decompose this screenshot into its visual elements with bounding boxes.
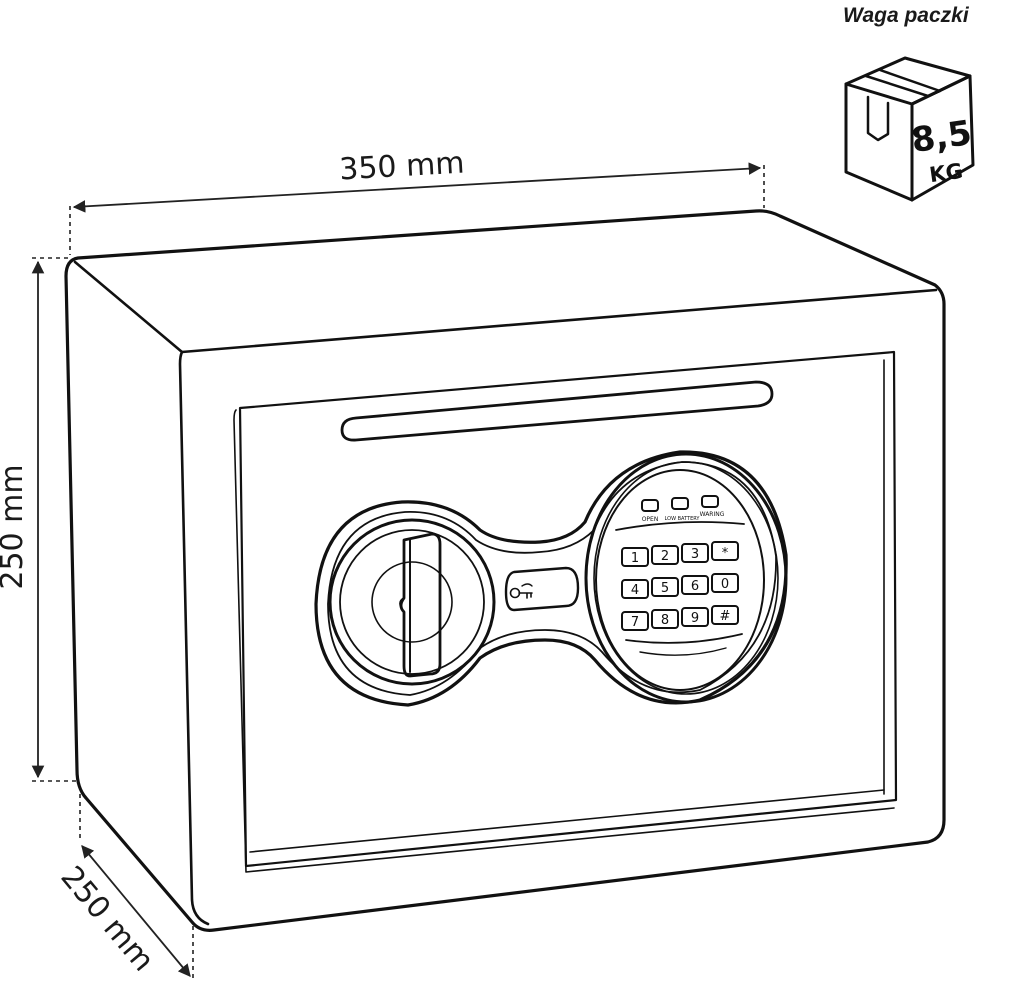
svg-text:9: 9 xyxy=(691,611,699,626)
svg-text:3: 3 xyxy=(691,547,699,562)
indicator-open: OPEN xyxy=(641,499,659,523)
keypad-key[interactable]: 3 xyxy=(681,543,709,563)
svg-text:0: 0 xyxy=(721,577,729,592)
deposit-slot xyxy=(340,380,774,442)
svg-text:#: # xyxy=(720,609,731,624)
svg-text:4: 4 xyxy=(631,583,639,598)
svg-text:2: 2 xyxy=(661,549,669,564)
keypad-key[interactable]: 2 xyxy=(651,545,679,565)
package-box-icon: 8,5 KG xyxy=(844,56,975,202)
keypad-key[interactable]: 7 xyxy=(621,611,649,631)
indicator-open-label: OPEN xyxy=(642,516,659,523)
svg-text:8: 8 xyxy=(661,613,669,628)
lock-panel: OPEN LOW BATTERY WARING 1 2 xyxy=(314,450,788,707)
indicator-lights: OPEN LOW BATTERY WARING xyxy=(615,495,745,531)
keypad-key[interactable]: 8 xyxy=(651,609,679,629)
rotary-handle[interactable] xyxy=(328,518,496,686)
weight-unit: KG xyxy=(928,159,965,187)
keypad-key[interactable]: # xyxy=(711,605,739,625)
keypad-key[interactable]: * xyxy=(711,541,739,561)
keypad-key[interactable]: 5 xyxy=(651,577,679,597)
keypad-key[interactable]: 9 xyxy=(681,607,709,627)
depth-dimension: 250 mm xyxy=(53,786,194,978)
width-label: 350 mm xyxy=(338,146,465,188)
keypad-dial xyxy=(584,452,788,704)
indicator-low-battery-label: LOW BATTERY xyxy=(665,516,701,522)
keypad-key[interactable]: 4 xyxy=(621,579,649,599)
key-lock[interactable] xyxy=(504,566,580,612)
height-label: 250 mm xyxy=(0,464,30,589)
svg-text:7: 7 xyxy=(631,615,639,630)
keypad: 1 2 3 * 4 5 6 xyxy=(621,541,743,656)
svg-text:5: 5 xyxy=(661,581,669,596)
svg-text:1: 1 xyxy=(631,551,639,566)
indicator-warning: WARING xyxy=(700,495,725,518)
keypad-key[interactable]: 1 xyxy=(621,547,649,567)
weight-value: 8,5 xyxy=(909,113,974,161)
key-icon xyxy=(509,583,533,599)
keypad-key[interactable]: 6 xyxy=(681,575,709,595)
keypad-key[interactable]: 0 xyxy=(711,573,739,593)
indicator-warning-label: WARING xyxy=(700,511,725,518)
height-dimension: 250 mm xyxy=(0,257,80,782)
svg-text:*: * xyxy=(722,546,729,561)
svg-text:6: 6 xyxy=(691,579,699,594)
safe-body xyxy=(64,209,946,932)
indicator-low-battery: LOW BATTERY xyxy=(665,497,701,522)
weight-title: Waga paczki xyxy=(843,4,970,27)
width-dimension: 350 mm xyxy=(69,146,765,255)
package-weight-badge: Waga paczki 8,5 KG xyxy=(843,4,975,202)
